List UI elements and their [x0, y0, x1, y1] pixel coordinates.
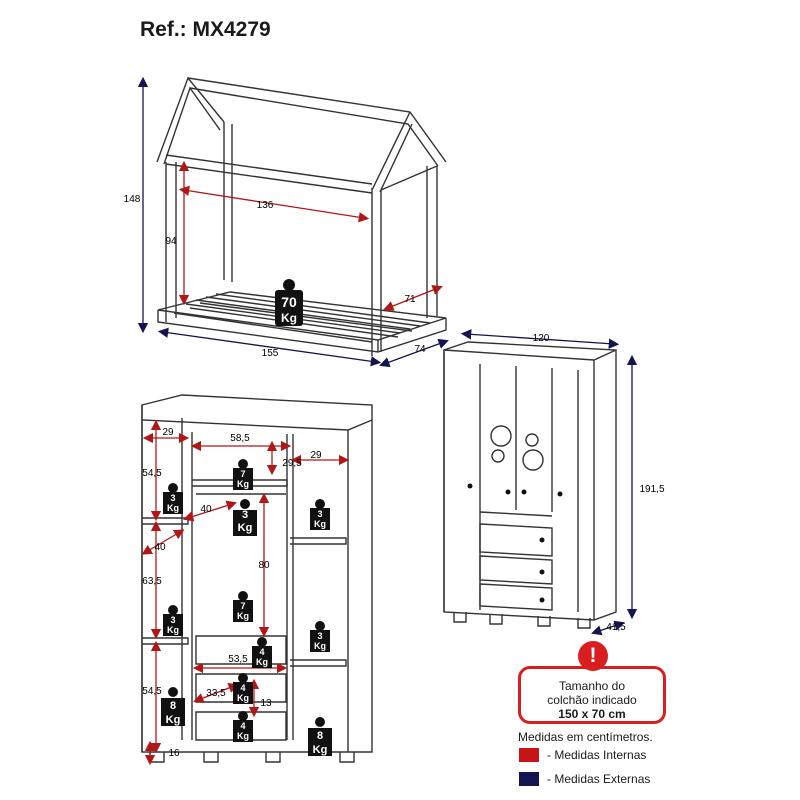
- load-center-bottom: 7: [240, 601, 245, 611]
- bed-length-label: 155: [262, 348, 279, 359]
- units-note: Medidas em centímetros.: [518, 730, 653, 744]
- legend-internal: - Medidas Internas: [519, 748, 646, 762]
- load-left-upper: 3: [170, 493, 175, 503]
- left-depth-b-label: 40: [154, 542, 166, 553]
- bed-inner-height-label: 94: [165, 236, 177, 247]
- load-drawer-1: 4: [259, 647, 264, 657]
- bed-height-label: 148: [124, 194, 141, 205]
- load-drawer-2: 4: [240, 683, 245, 693]
- wardrobe-interior-dimensions: [141, 419, 350, 766]
- load-unit: Kg: [167, 625, 179, 635]
- left-mid-height-label: 63,5: [142, 576, 162, 587]
- load-unit: Kg: [314, 519, 326, 529]
- left-upper-height-label: 54,5: [142, 468, 162, 479]
- weight-icon: [233, 499, 257, 536]
- mattress-size: 150 x 70 cm: [558, 707, 626, 721]
- bed-depth-label: 74: [414, 344, 426, 355]
- bed-load-unit: Kg: [281, 311, 297, 325]
- bed-inner-width-label: 136: [257, 200, 274, 211]
- load-unit: Kg: [238, 522, 253, 534]
- load-unit: Kg: [314, 641, 326, 651]
- load-top-center: 7: [240, 469, 245, 479]
- external-label: - Medidas Externas: [547, 772, 651, 786]
- load-rod: 3: [242, 509, 248, 521]
- exterior-depth-label: 41,5: [606, 622, 626, 633]
- right-width-label: 29: [310, 450, 322, 461]
- wardrobe-exterior: [443, 341, 617, 629]
- left-width-label: 29: [162, 427, 174, 438]
- wardrobe-exterior-dimensions: [460, 329, 638, 636]
- wardrobe-interior-labels: 29 58,5 29 29,5 54,5 40 40 63,5 80 54,5 …: [142, 427, 322, 759]
- exterior-width-label: 120: [533, 333, 550, 344]
- load-unit: Kg: [237, 731, 249, 741]
- center-width-label: 58,5: [230, 433, 250, 444]
- internal-label: - Medidas Internas: [547, 748, 647, 762]
- reference-title: Ref.: MX4279: [140, 18, 271, 41]
- load-weights: [161, 459, 332, 756]
- load-unit: Kg: [256, 657, 268, 667]
- weight-icon: [161, 687, 185, 726]
- exclamation-icon: !: [578, 641, 608, 671]
- left-depth-a-label: 40: [200, 504, 212, 515]
- rod-height-label: 80: [258, 560, 270, 571]
- load-right-mid: 3: [317, 631, 322, 641]
- drawer-width-label: 53,5: [228, 654, 248, 665]
- weight-icon: [275, 279, 303, 326]
- load-unit: Kg: [237, 479, 249, 489]
- load-unit: Kg: [313, 744, 328, 756]
- load-weight-labels: 7 Kg 3 Kg 3 Kg 3 Kg 7 Kg 3 Kg 3 Kg 4 Kg …: [166, 469, 328, 756]
- load-unit: Kg: [237, 693, 249, 703]
- internal-swatch: [519, 748, 539, 762]
- weight-icon: [308, 717, 332, 756]
- center-shelf-depth-label: 29,5: [282, 458, 302, 469]
- bed-dimensions: [137, 76, 449, 368]
- load-left-mid: 3: [170, 615, 175, 625]
- load-left-bottom: 8: [170, 700, 176, 712]
- load-right-bottom: 8: [317, 730, 323, 742]
- load-unit: Kg: [166, 714, 181, 726]
- left-lower-height-label: 54,5: [142, 686, 162, 697]
- bed-inner-depth-label: 71: [404, 294, 416, 305]
- drawer-depth-label: 33,5: [206, 688, 226, 699]
- drawer-height-label: 13: [260, 698, 272, 709]
- load-drawer-3: 4: [240, 721, 245, 731]
- legend-external: - Medidas Externas: [519, 772, 650, 786]
- load-right-upper: 3: [317, 509, 322, 519]
- exterior-knobs: [467, 483, 563, 603]
- load-unit: Kg: [167, 503, 179, 513]
- mattress-notice: Tamanho do colchão indicado 150 x 70 cm: [518, 666, 666, 724]
- exterior-height-label: 191,5: [639, 484, 664, 495]
- notice-line-1: Tamanho do: [558, 679, 626, 693]
- external-swatch: [519, 772, 539, 786]
- load-unit: Kg: [237, 611, 249, 621]
- notice-line-2: colchão indicado: [547, 693, 637, 707]
- feet-height-label: 16: [168, 748, 180, 759]
- bed-load-value: 70: [281, 294, 297, 310]
